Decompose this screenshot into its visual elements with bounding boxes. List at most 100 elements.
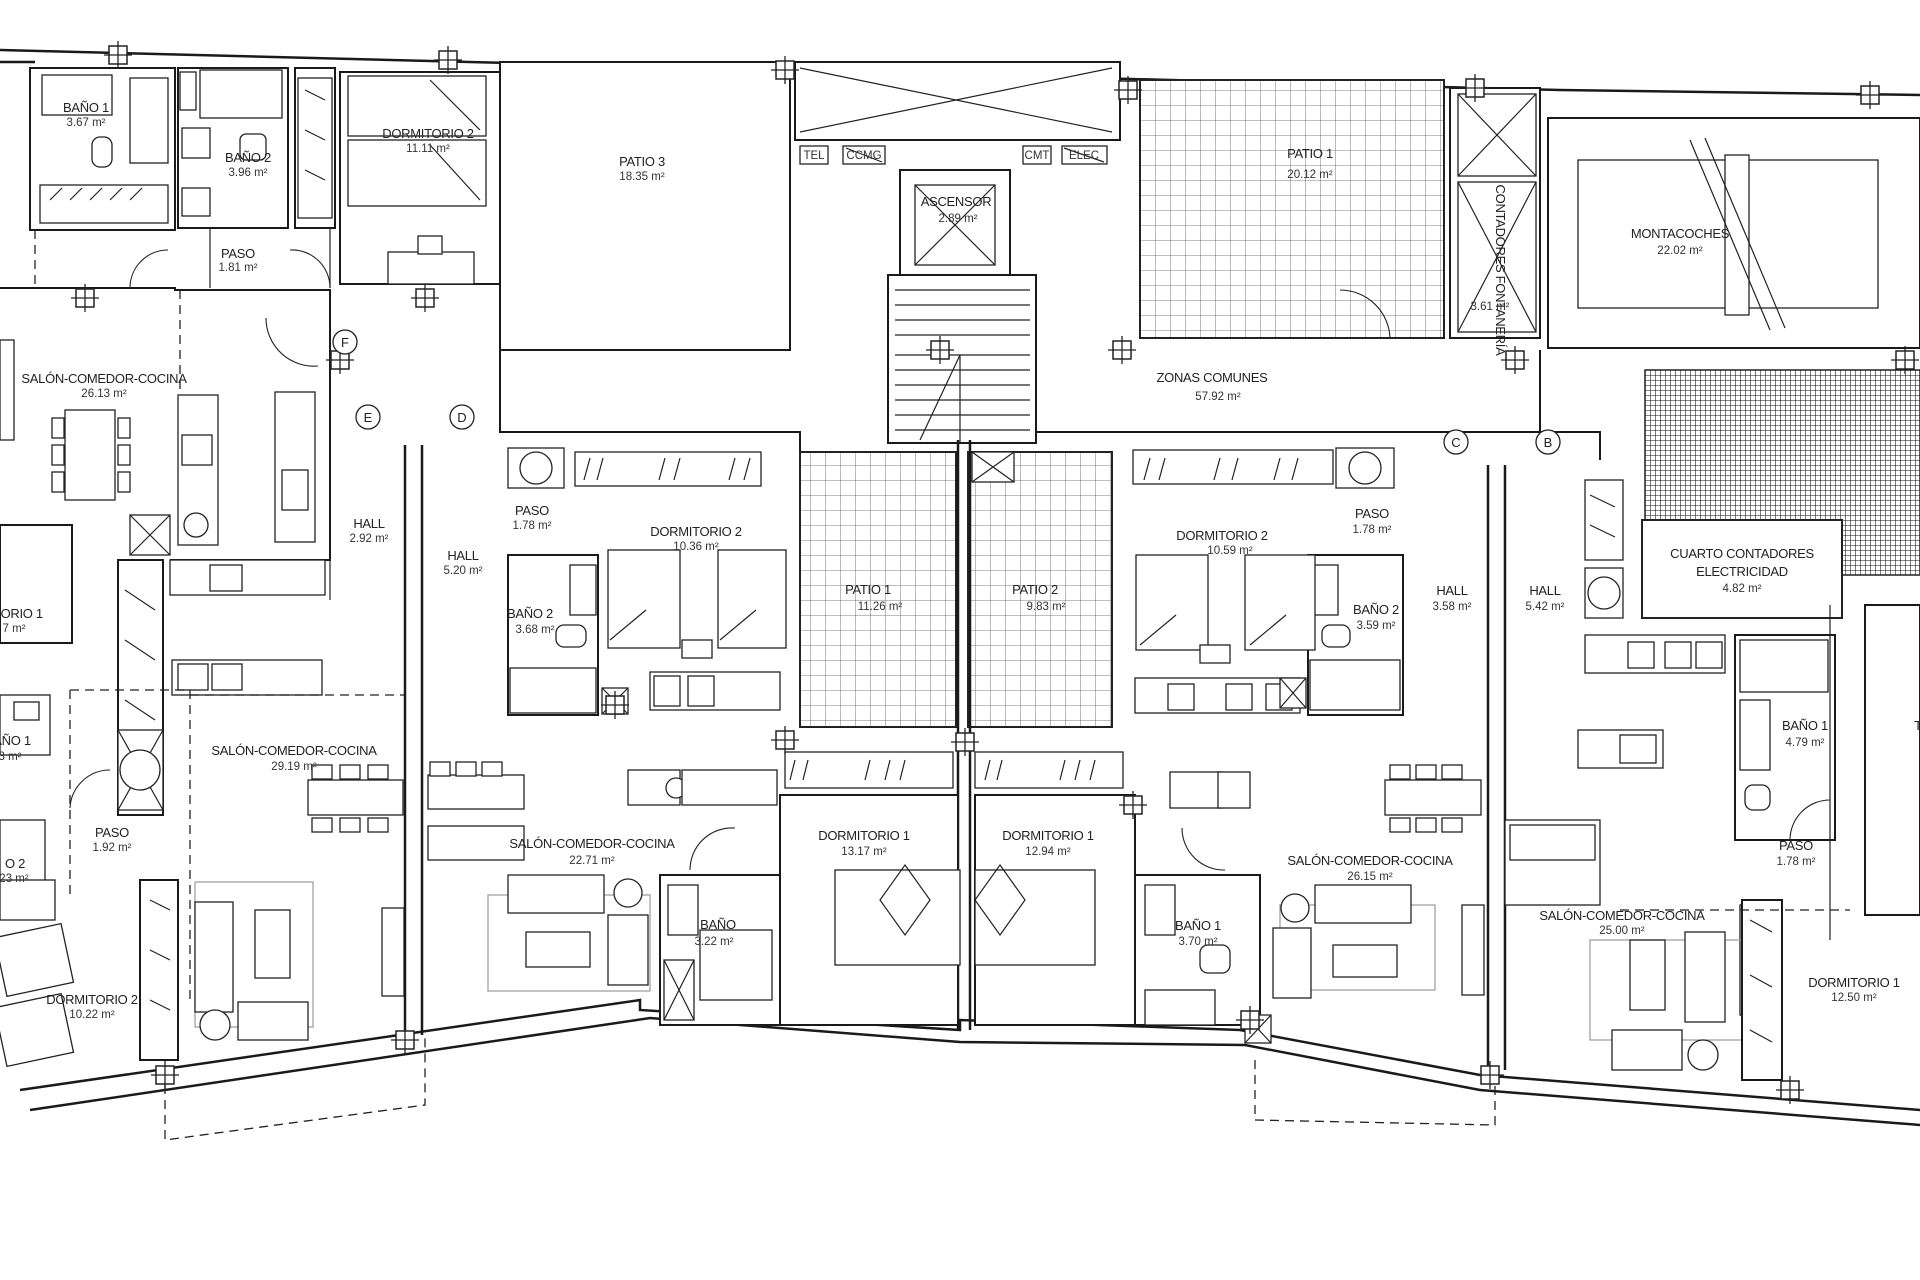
room-area: 1.78 m² [1777,856,1816,868]
core-labels: TEL CCMG CMT ELEC T [803,150,1920,733]
core [794,61,1121,444]
room-area: 18.35 m² [619,171,665,183]
room-area: 29.19 m² [271,761,317,773]
column-marker [1501,346,1529,374]
room-name: BAÑO 1 [1782,718,1828,733]
patio2-central-tiles [967,451,1113,728]
nw-unit-walls [0,67,561,561]
exterior-walls [0,48,1920,1127]
room-name: HALL [447,548,478,563]
column-marker [1476,1061,1504,1089]
room-area: 26.15 m² [1347,871,1393,883]
room-area: 3.68 m² [516,624,555,636]
room-area: 9.83 m² [1027,601,1066,613]
column-marker [601,691,629,719]
cuarto-contadores-box [1641,519,1843,619]
column-marker [1891,346,1919,374]
room-area: 20.12 m² [1287,169,1333,181]
room-name: BAÑO 1 [63,100,109,115]
montacoches [1547,117,1920,349]
w-unit [0,524,405,1068]
column-marker [1114,76,1142,104]
room-area: 25.00 m² [1599,925,1645,937]
room-name: PASO [1779,838,1813,853]
room-name: BAÑO 2 [225,150,271,165]
column-markers [71,41,1919,1104]
room-area: 11.26 m² [858,601,903,613]
room-name: DORMITORIO 2 [382,126,474,141]
room-name: PASO [95,825,129,840]
room-name: DORMITORIO 1 [1808,975,1900,990]
room-name: DORMITORIO 2 [650,524,742,539]
column-marker [771,726,799,754]
room-area: 1.81 m² [219,262,258,274]
axis-f: F [341,335,349,350]
room-name: HALL [353,516,384,531]
room-area: 3.22 m² [695,936,734,948]
room-area: 12.50 m² [1831,992,1877,1004]
room-area: 5.20 m² [444,565,483,577]
room-name: BAÑO [700,917,736,932]
room-name: PASO [1355,506,1389,521]
column-marker [411,284,439,312]
w-salon [194,445,424,1041]
column-marker [1236,1006,1264,1034]
room-name: SALÓN-COMEDOR-COCINA [509,836,675,851]
column-marker [951,728,979,756]
elec-label: ELEC [1069,150,1099,162]
c1-unit [427,447,787,1026]
room-area: 4.79 m² [1786,737,1825,749]
c-dorms [779,751,1136,1026]
room-area: 22.71 m² [569,855,615,867]
room-area: 3.70 m² [1179,936,1218,948]
room-name: PASO [221,246,255,261]
c2-unit [1132,447,1485,1044]
room-name: ZONAS COMUNES [1157,370,1269,385]
column-marker [1108,336,1136,364]
column-marker [434,46,462,74]
column-marker [104,41,132,69]
e-unit [1504,479,1920,1081]
room-area: 10.59 m² [1207,545,1253,557]
room-area: 3.96 m² [229,167,268,179]
room-area: 2.89 m² [939,213,978,225]
room-name: PATIO 2 [1012,582,1058,597]
cmt-label: CMT [1025,150,1050,162]
room-name: SALÓN-COMEDOR-COCINA [21,371,187,386]
room-area: 4.82 m² [1723,583,1762,595]
room-area: 5.42 m² [1526,601,1565,613]
room-name: CONTADORES FONTANERÍA [1493,185,1508,357]
room-name: MONTACOCHES [1631,226,1730,241]
room-name: PASO [515,503,549,518]
room-name: HALL [1529,583,1560,598]
column-marker [1776,1076,1804,1104]
contadores-fontaneria [1449,87,1541,339]
ccmg-label: CCMG [846,150,881,162]
room-labels: BAÑO 1 3.67 m² BAÑO 2 3.96 m² DORMITORIO… [0,100,1900,1021]
room-area: 10.36 m² [673,541,719,553]
room-name: DORMITORIO 2 [46,992,138,1007]
room-area: 1.78 m² [1353,524,1392,536]
column-marker [926,336,954,364]
room-name: AÑO 1 [0,733,31,748]
column-marker [151,1061,179,1089]
room-area: 3.61 m² [1471,301,1510,313]
patio1-north-tiles [1139,79,1445,339]
room-area: 13.17 m² [841,846,887,858]
room-name: BAÑO 2 [507,606,553,621]
patio1-central-tiles [799,451,957,728]
column-marker [1461,74,1489,102]
edge-label: T [1914,718,1920,733]
column-marker [391,1026,419,1054]
room-name: PATIO 3 [619,154,665,169]
room-area: 2.92 m² [350,533,389,545]
room-area: 23 m² [0,873,29,885]
room-area: 3 m² [0,751,22,763]
room-area: 1.92 m² [93,842,132,854]
axis-d: D [457,410,466,425]
room-area: 3.67 m² [67,117,106,129]
column-marker [71,284,99,312]
column-marker [771,56,799,84]
